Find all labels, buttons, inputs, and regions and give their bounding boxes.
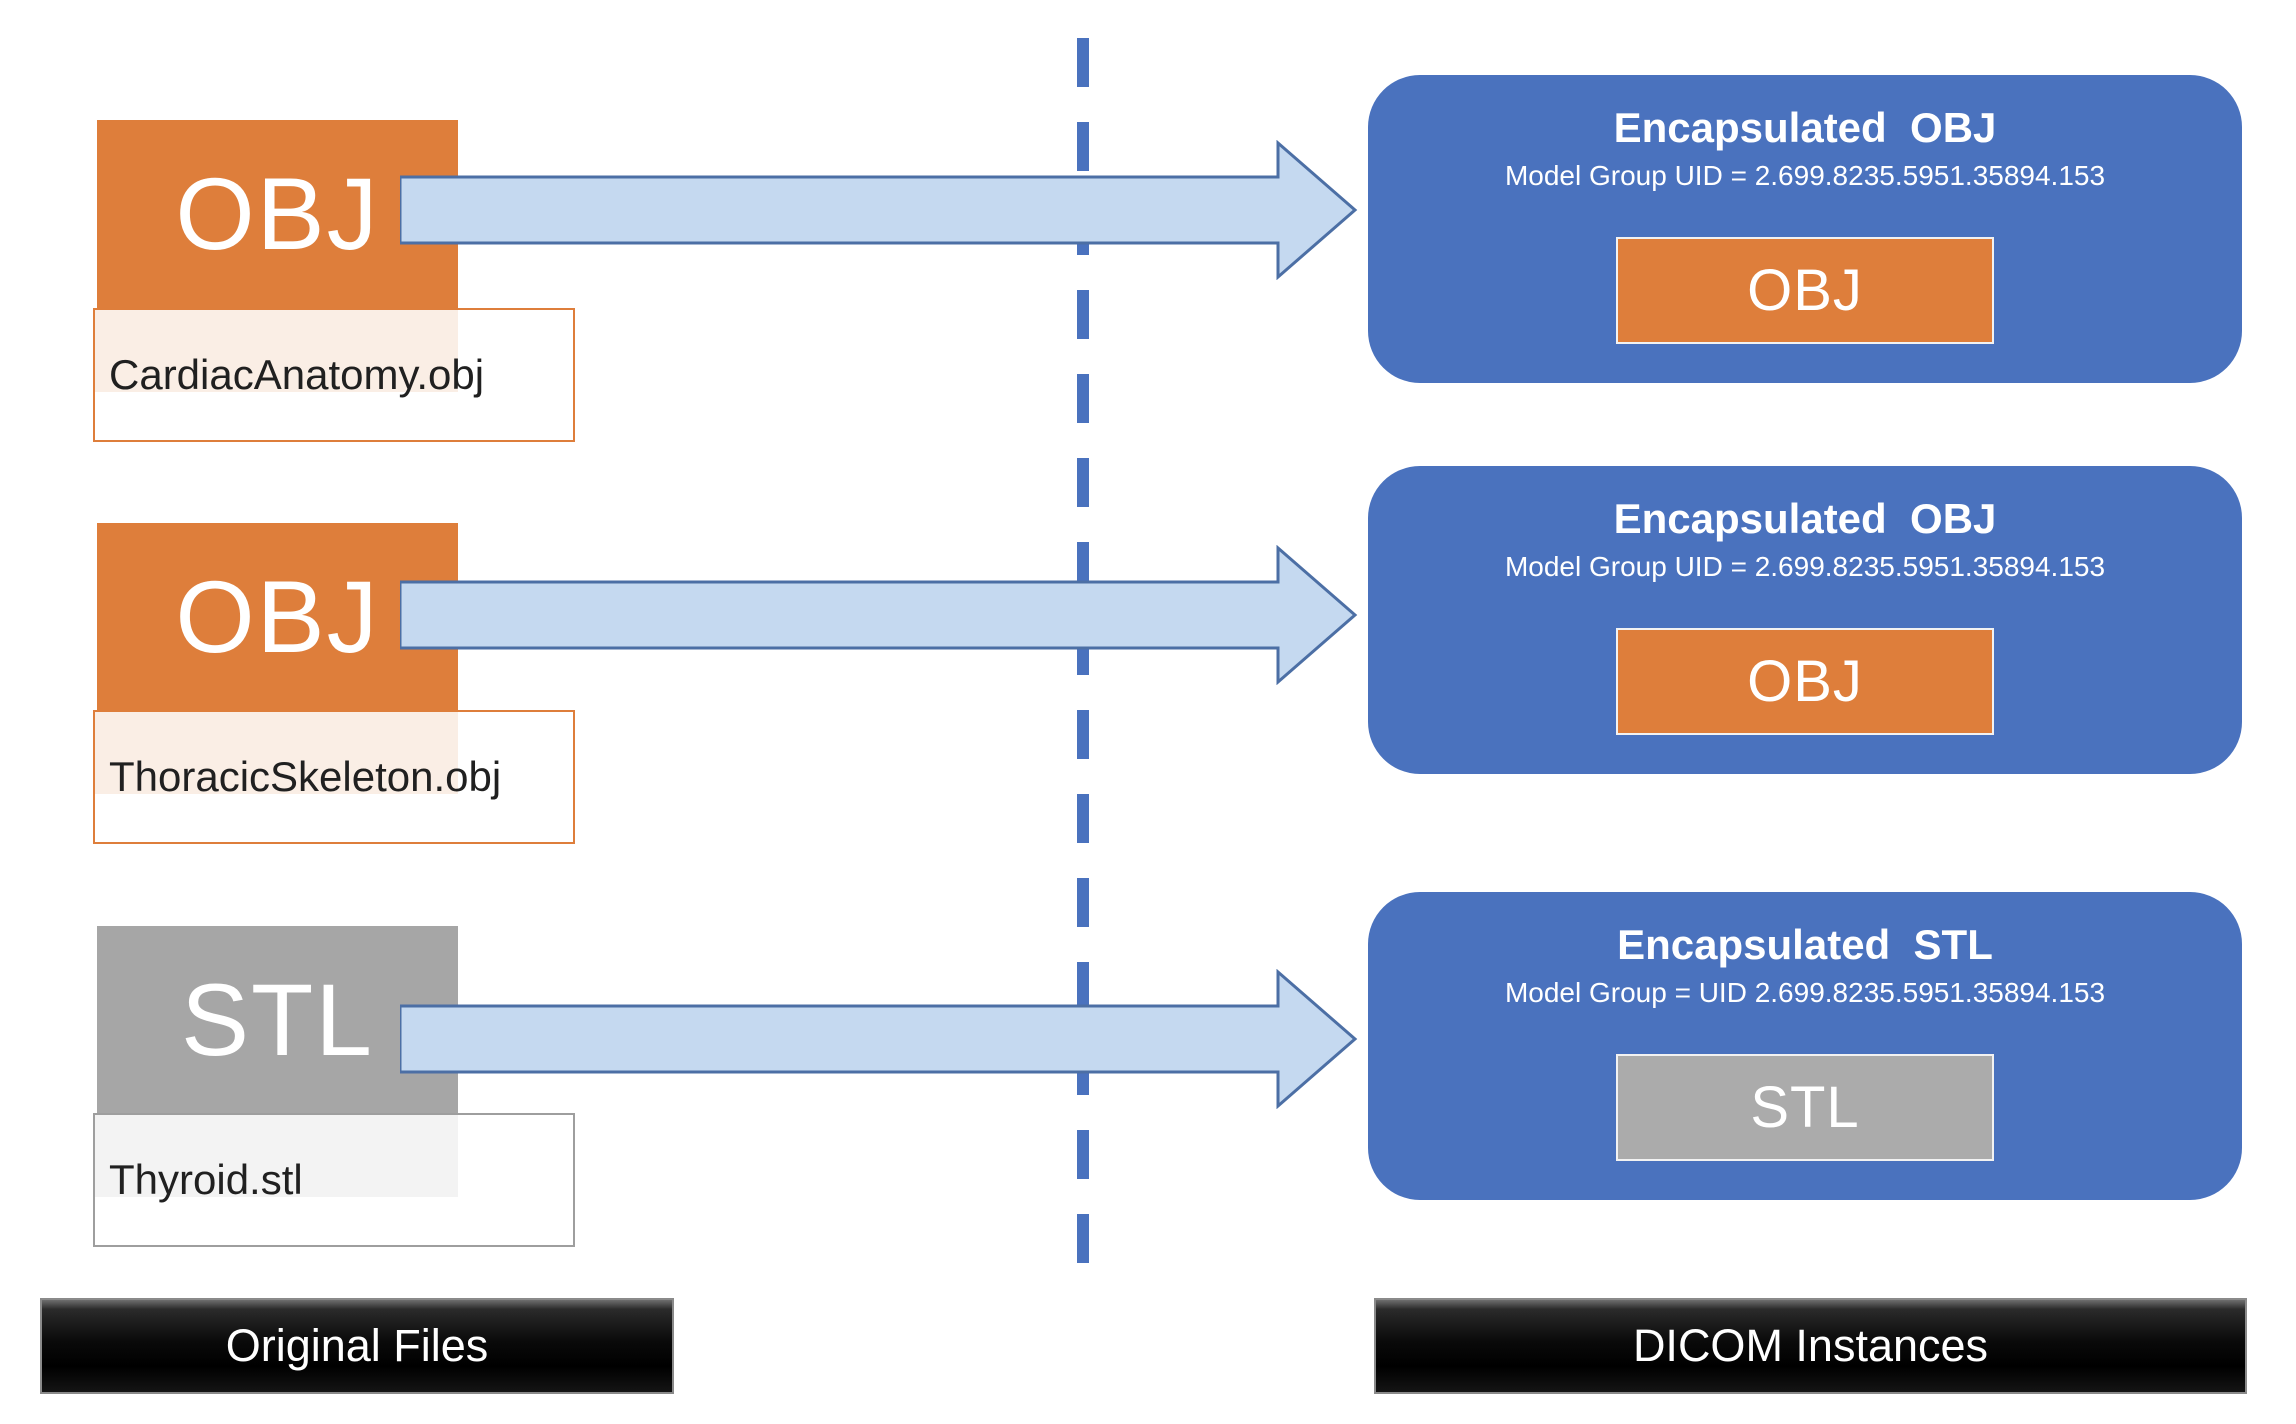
- footer-dicom-instances: DICOM Instances: [1374, 1298, 2247, 1394]
- file-type-box-stl-3: STL: [97, 926, 458, 1114]
- file-name-box-2: ThoracicSkeleton.obj: [93, 710, 575, 844]
- file-name-text: ThoracicSkeleton.obj: [109, 753, 502, 800]
- conversion-arrow-icon-2: [400, 545, 1358, 685]
- footer-original-files: Original Files: [40, 1298, 674, 1394]
- conversion-arrow-icon-1: [400, 140, 1358, 280]
- file-type-label: STL: [180, 962, 375, 1077]
- instance-type-chip-stl: STL: [1616, 1053, 1994, 1161]
- footer-dicom-instances-label: DICOM Instances: [1632, 1320, 1989, 1371]
- instance-title: Encapsulated STL: [1617, 921, 1993, 968]
- instance-type-label: OBJ: [1747, 648, 1863, 714]
- file-type-label: OBJ: [175, 559, 380, 674]
- instance-title: Encapsulated OBJ: [1613, 104, 1997, 151]
- encapsulated-instance-box-3: Encapsulated STL Model Group = UID 2.699…: [1368, 892, 2242, 1200]
- instance-uid-line: Model Group UID = 2.699.8235.5951.35894.…: [1504, 551, 2106, 583]
- file-name-box-3: Thyroid.stl: [93, 1113, 575, 1247]
- divider-dashed-line: [1077, 38, 1089, 1270]
- instance-title: Encapsulated OBJ: [1613, 495, 1997, 542]
- instance-type-label: OBJ: [1747, 257, 1863, 323]
- file-type-box-obj-2: OBJ: [97, 523, 458, 711]
- footer-original-files-label: Original Files: [225, 1320, 489, 1371]
- file-name-overlay: [95, 1115, 458, 1197]
- file-name-text: Thyroid.stl: [109, 1156, 303, 1203]
- file-name-box-1: CardiacAnatomy.obj: [93, 308, 575, 442]
- instance-type-label: STL: [1750, 1074, 1860, 1140]
- file-name-overlay: [95, 310, 458, 392]
- file-type-label: OBJ: [175, 156, 380, 271]
- instance-uid-line: Model Group UID = 2.699.8235.5951.35894.…: [1504, 160, 2106, 192]
- conversion-arrow-icon-3: [400, 969, 1358, 1109]
- instance-uid-line: Model Group = UID 2.699.8235.5951.35894.…: [1504, 977, 2106, 1009]
- file-name-overlay: [95, 712, 458, 794]
- encapsulated-instance-box-2: Encapsulated OBJ Model Group UID = 2.699…: [1368, 466, 2242, 774]
- file-type-box-obj-1: OBJ: [97, 120, 458, 308]
- instance-type-chip-obj: OBJ: [1616, 627, 1994, 735]
- encapsulated-instance-box-1: Encapsulated OBJ Model Group UID = 2.699…: [1368, 75, 2242, 383]
- file-name-text: CardiacAnatomy.obj: [109, 351, 485, 398]
- instance-type-chip-obj: OBJ: [1616, 236, 1994, 344]
